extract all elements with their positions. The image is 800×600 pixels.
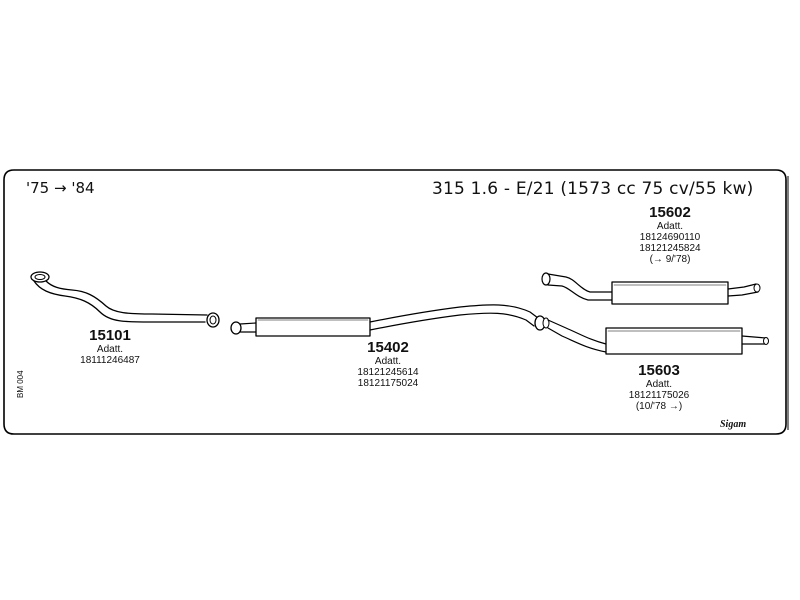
brand-logo: Sigam <box>720 419 747 430</box>
part-note: Adatt. <box>374 356 402 367</box>
model-years: '75 → '84 <box>26 179 95 197</box>
part-note: Adatt. <box>96 344 124 355</box>
part-label-15101: 15101 Adatt. 18111246487 <box>70 327 150 367</box>
part-ref: 18121175026 <box>628 390 690 401</box>
rear-silencer-15602 <box>541 272 761 305</box>
part-ref: 18121245614 <box>357 367 419 378</box>
part-number: 15603 <box>638 362 680 379</box>
part-number: 15101 <box>89 327 131 344</box>
part-ref: 18121245824 <box>639 243 701 254</box>
part-note: Adatt. <box>656 221 684 232</box>
part-number: 15402 <box>367 339 409 356</box>
front-pipe-15101 <box>30 271 220 328</box>
middle-section-15402 <box>230 304 550 337</box>
model-title: 315 1.6 - E/21 (1573 cc 75 cv/55 kw) <box>432 179 754 199</box>
part-note: Adatt. <box>645 379 673 390</box>
part-number: 15602 <box>649 204 691 221</box>
part-label-15602: 15602 Adatt. 18124690110 18121245824 (→ … <box>620 204 720 266</box>
rear-silencer-15603 <box>547 319 769 355</box>
part-label-15402: 15402 Adatt. 18121245614 18121175024 <box>348 339 428 390</box>
diagram-frame <box>3 169 787 435</box>
part-ref: (10/'78 →) <box>635 401 683 412</box>
part-label-15603: 15603 Adatt. 18121175026 (10/'78 →) <box>619 362 699 413</box>
part-ref: 18121175024 <box>357 378 419 389</box>
part-ref: (→ 9/'78) <box>649 254 691 265</box>
diagram-code: BM 004 <box>16 370 25 398</box>
part-ref: 18124690110 <box>639 232 701 243</box>
part-ref: 18111246487 <box>80 355 140 366</box>
